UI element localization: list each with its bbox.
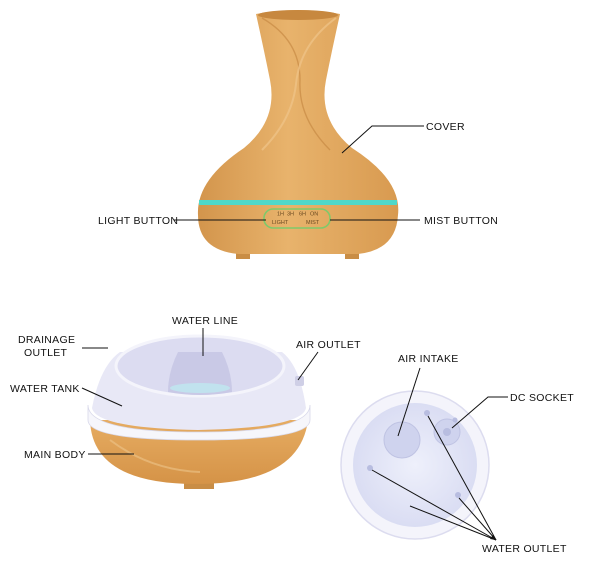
water-outlet-label: WATER OUTLET: [482, 543, 567, 555]
water-line-label: WATER LINE: [172, 315, 238, 327]
timer-3h: 3H: [287, 212, 294, 218]
drainage-outlet-label-2: OUTLET: [24, 347, 68, 359]
water-tank-label: WATER TANK: [10, 383, 80, 395]
left-foot: [236, 250, 250, 259]
water-outlet-leader-4: [409, 505, 497, 541]
timer-6h: 6H: [299, 212, 306, 218]
air-outlet-label: AIR OUTLET: [296, 339, 361, 351]
light-button[interactable]: LIGHT: [272, 220, 289, 226]
control-panel-ring: [263, 208, 331, 229]
water-outlet-hole-1: [367, 465, 373, 471]
water-outlet-leader-2: [427, 415, 497, 541]
main-body-grain: [109, 439, 201, 473]
air-intake-grille: [383, 421, 421, 459]
light-button-label: LIGHT BUTTON: [98, 215, 178, 227]
water-outlet-leader-1: [371, 469, 497, 541]
cover-petal-fold-2: [261, 17, 337, 151]
dc-socket-leader: [451, 396, 508, 429]
mist-button[interactable]: MIST: [306, 220, 320, 226]
air-intake-label: AIR INTAKE: [398, 353, 459, 365]
mist-button-label: MIST BUTTON: [424, 215, 498, 227]
tank-rim: [87, 404, 311, 441]
led-light-strip: [199, 200, 397, 205]
cover-petal-fold: [261, 17, 331, 151]
diffuser-base-open: [87, 334, 311, 489]
water-outlet-hole-2: [424, 410, 430, 416]
base-foot: [184, 481, 214, 489]
drainage-outlet-label-1: DRAINAGE: [18, 334, 75, 346]
timer-1h: 1H: [277, 212, 284, 218]
dc-socket-pin: [443, 428, 451, 436]
water-outlet-hole-3: [455, 492, 461, 498]
air-outlet-leader: [297, 351, 319, 381]
main-body-label: MAIN BODY: [24, 449, 86, 461]
dc-socket-label: DC SOCKET: [510, 392, 574, 404]
air-intake-leader: [397, 367, 421, 437]
cover-label: COVER: [426, 121, 465, 133]
timer-on: ON: [310, 212, 318, 218]
base-underside: [340, 390, 490, 540]
water-outlet-hole-4: [452, 417, 458, 423]
right-foot: [345, 250, 359, 259]
air-outlet-notch: [295, 376, 304, 386]
cover-leader: [341, 125, 424, 154]
water-outlet-leader-3: [458, 497, 497, 541]
diffuser-assembled: 1H 3H 6H ON LIGHT MIST: [197, 10, 399, 259]
cover-shape: [197, 10, 399, 254]
water-tank-leader: [81, 387, 123, 407]
water-surface: [170, 383, 230, 393]
water-outlet-arrow-head: [490, 535, 496, 540]
cover-opening: [258, 10, 338, 20]
